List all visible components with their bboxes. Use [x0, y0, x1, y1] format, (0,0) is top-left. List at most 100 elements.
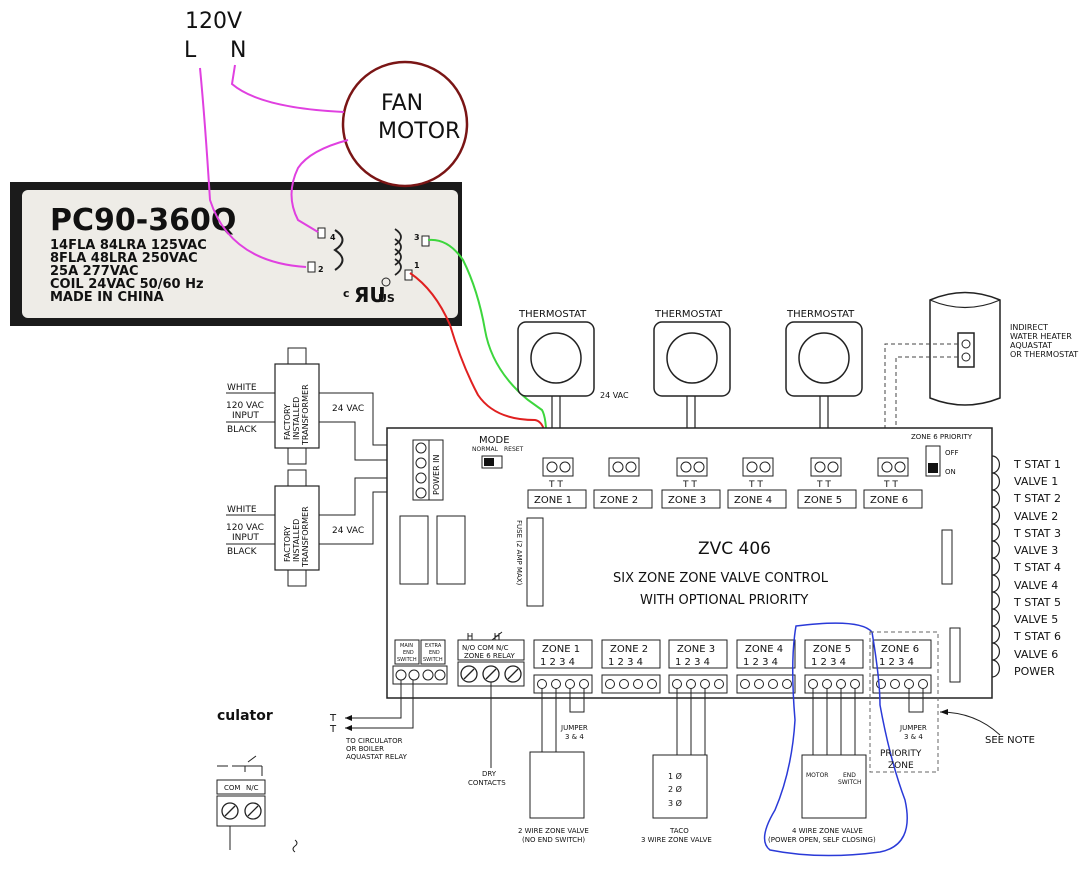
- main-end-1: MAIN: [400, 643, 413, 649]
- mode-label: MODE: [479, 435, 510, 446]
- transformer-2-out: 24 VAC: [332, 526, 364, 536]
- led-valve-2: VALVE 2: [1014, 510, 1058, 523]
- indirect-label-4: OR THERMOSTAT: [1010, 350, 1078, 359]
- led-tstat-3: T STAT 3: [1013, 527, 1061, 540]
- transformer-2-input1: 120 VAC: [226, 523, 264, 533]
- top-zone-5: T T ZONE 5: [797, 457, 857, 509]
- highlight-four-wire-outline: [763, 622, 908, 857]
- relay-terminal-label-1: 1: [414, 261, 420, 270]
- relay-terminal-label-3: 3: [414, 233, 420, 242]
- dry-contacts: DRY CONTACTS: [468, 682, 506, 787]
- left-relay-nc: N/C: [246, 784, 259, 792]
- two-wire-zone-valve: JUMPER 3 & 4 2 WIRE ZONE VALVE (NO END S…: [518, 688, 589, 844]
- led-tstat-1: T STAT 1: [1013, 458, 1061, 471]
- bottom-zone-5: ZONE 5 1 2 3 4: [804, 639, 864, 694]
- bottom-zone-2-label: ZONE 2: [610, 644, 648, 655]
- power-neutral-label: N: [230, 38, 246, 63]
- taco-term-3: 3 Ø: [668, 798, 682, 808]
- relay-coil-symbol: [394, 228, 402, 276]
- relay-contact-symbol: [333, 229, 344, 271]
- thermostat-1: THERMOSTAT 24 VAC: [517, 309, 629, 462]
- indirect-label-3: AQUASTAT: [1010, 341, 1052, 350]
- transformer-1-label-1: FACTORY: [283, 404, 292, 440]
- transformer-2-label-1: FACTORY: [283, 526, 292, 562]
- extra-end-3: SWITCH: [423, 657, 443, 663]
- transformer-2-black: BLACK: [227, 547, 258, 557]
- top-zone-terminals: T T ZONE 1 ZONE 2 T T ZONE 3 T T ZONE 4: [527, 457, 923, 509]
- fan-motor-label-2: MOTOR: [378, 119, 460, 144]
- top-zone-5-label: ZONE 5: [804, 495, 842, 506]
- main-end-2: END: [403, 650, 414, 656]
- taco-label-1: TACO: [669, 827, 689, 835]
- fan-motor-circle: [341, 60, 469, 188]
- circulator-label-1: TO CIRCULATOR: [345, 737, 403, 745]
- transformer-1-out: 24 VAC: [332, 404, 364, 414]
- see-note-label: SEE NOTE: [985, 735, 1035, 746]
- four-wire-zone-valve: MOTOR END SWITCH 4 WIRE ZONE VALVE (POWE…: [763, 622, 908, 857]
- zone6-priority-label: ZONE 6 PRIORITY: [911, 433, 973, 441]
- thermostat-5: THERMOSTAT: [785, 309, 863, 462]
- registered-mark-icon: [381, 277, 391, 287]
- taco-zone-valve: 1 Ø 2 Ø 3 Ø TACO 3 WIRE ZONE VALVE: [641, 688, 712, 844]
- dry-label-1: DRY: [482, 770, 497, 778]
- top-zone-2-label: ZONE 2: [600, 495, 638, 506]
- priority-zone-label-2: ZONE: [888, 761, 914, 771]
- top-zone-1-tt: T T: [548, 480, 563, 490]
- taco-label-2: 3 WIRE ZONE VALVE: [641, 836, 712, 844]
- top-zone-4: T T ZONE 4: [727, 457, 787, 509]
- bottom-zone-4-terms: 1 2 3 4: [743, 657, 778, 668]
- transformer-1-input1: 120 VAC: [226, 401, 264, 411]
- extra-end-1: EXTRA: [425, 643, 442, 649]
- relay-cert-us: US: [378, 292, 395, 305]
- power-line-label: L: [184, 38, 197, 63]
- bottom-zone-2-terms: 1 2 3 4: [608, 657, 643, 668]
- led-valve-4: VALVE 4: [1014, 579, 1058, 592]
- relay-photo: PC90-360Q 14FLA 84LRA 125VAC 8FLA 48LRA …: [10, 182, 462, 326]
- mode-reset-label: RESET: [504, 446, 524, 453]
- four-wire-label-1: 4 WIRE ZONE VALVE: [792, 827, 863, 835]
- transformer-1-label-2: INSTALLED: [292, 397, 301, 440]
- led-valve-6: VALVE 6: [1014, 648, 1058, 661]
- partial-relay-left: COM N/C: [216, 755, 298, 853]
- led-indicators: T STAT 1 VALVE 1 T STAT 2 VALVE 2 T STAT…: [991, 455, 1061, 678]
- left-relay-com: COM: [224, 784, 240, 792]
- relay-spec-1: 14FLA 84LRA 125VAC: [50, 238, 207, 253]
- indirect-label-1: INDIRECT: [1010, 323, 1048, 332]
- thermostat-5-label: THERMOSTAT: [786, 309, 855, 320]
- bottom-zone-1-terms: 1 2 3 4: [540, 657, 575, 668]
- relay-terminal-label-2: 2: [318, 265, 324, 274]
- bottom-zone-4: ZONE 4 1 2 3 4: [736, 639, 796, 694]
- board-title: ZVC 406: [698, 539, 771, 559]
- bottom-zone-5-terms: 1 2 3 4: [811, 657, 846, 668]
- top-zone-3-tt: T T: [682, 480, 697, 490]
- t-label-1: T: [329, 713, 337, 724]
- transformer-2: WHITE 120 VAC INPUT BLACK FACTORY INSTAL…: [226, 469, 413, 587]
- power-voltage: 120V: [185, 9, 242, 34]
- transformer-2-white: WHITE: [227, 505, 257, 515]
- circulator-wiring: T T TO CIRCULATOR OR BOILER AQUASTAT REL…: [329, 680, 414, 761]
- extra-end-2: END: [429, 650, 440, 656]
- relay-terminal-4: [317, 227, 326, 239]
- fuse-label: FUSE (2 AMP MAX): [515, 520, 523, 586]
- four-wire-motor: MOTOR: [806, 772, 828, 779]
- magenta-wires: [199, 64, 349, 268]
- thermostat-3: THERMOSTAT: [653, 309, 731, 462]
- bottom-zone-6-label: ZONE 6: [881, 644, 919, 655]
- top-zone-6: T T ZONE 6: [863, 457, 923, 509]
- relay-terminal-3: [421, 235, 430, 247]
- t-label-2: T: [329, 724, 337, 735]
- transformer-1: WHITE 120 VAC INPUT BLACK FACTORY INSTAL…: [226, 347, 413, 465]
- power-in-label: POWER IN: [432, 454, 441, 495]
- two-wire-label-2: (NO END SWITCH): [522, 836, 585, 844]
- led-valve-5: VALVE 5: [1014, 613, 1058, 626]
- top-zone-1-label: ZONE 1: [534, 495, 572, 506]
- circulator-partial-label: culator: [217, 708, 273, 724]
- relay-terminal-1: [404, 269, 413, 281]
- top-zone-3-label: ZONE 3: [668, 495, 706, 506]
- two-wire-label-1: 2 WIRE ZONE VALVE: [518, 827, 589, 835]
- indirect-label-2: WATER HEATER: [1010, 332, 1072, 341]
- bottom-zone-6-terms: 1 2 3 4: [879, 657, 914, 668]
- transformer-2-label-2: INSTALLED: [292, 519, 301, 562]
- transformer-1-label-3: TRANSFORMER: [301, 384, 310, 446]
